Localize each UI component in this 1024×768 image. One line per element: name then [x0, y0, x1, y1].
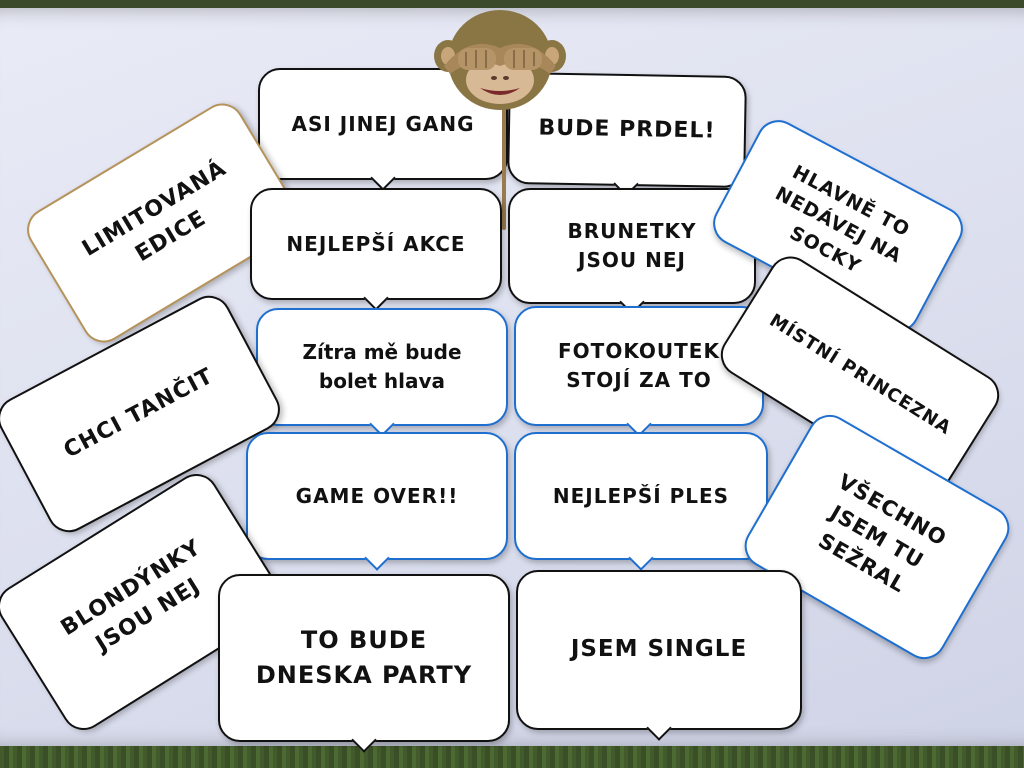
see-no-evil-monkey-icon: [434, 10, 566, 110]
card-to-bude: TO BUDE DNESKA PARTY: [218, 574, 510, 742]
card-nejlepsi-ples: NEJLEPŠÍ PLES: [514, 432, 768, 560]
card-brunetky: BRUNETKY JSOU NEJ: [508, 188, 756, 304]
grass-strip: [0, 746, 1024, 768]
prop-stick: [502, 80, 506, 230]
card-zitra: Zítra mě bude bolet hlava: [256, 308, 508, 426]
card-jsem-single: JSEM SINGLE: [516, 570, 802, 730]
card-game-over: GAME OVER!!: [246, 432, 508, 560]
card-nejlepsi-akce: NEJLEPŠÍ AKCE: [250, 188, 502, 300]
card-fotokoutek: FOTOKOUTEK STOJÍ ZA TO: [514, 306, 764, 426]
